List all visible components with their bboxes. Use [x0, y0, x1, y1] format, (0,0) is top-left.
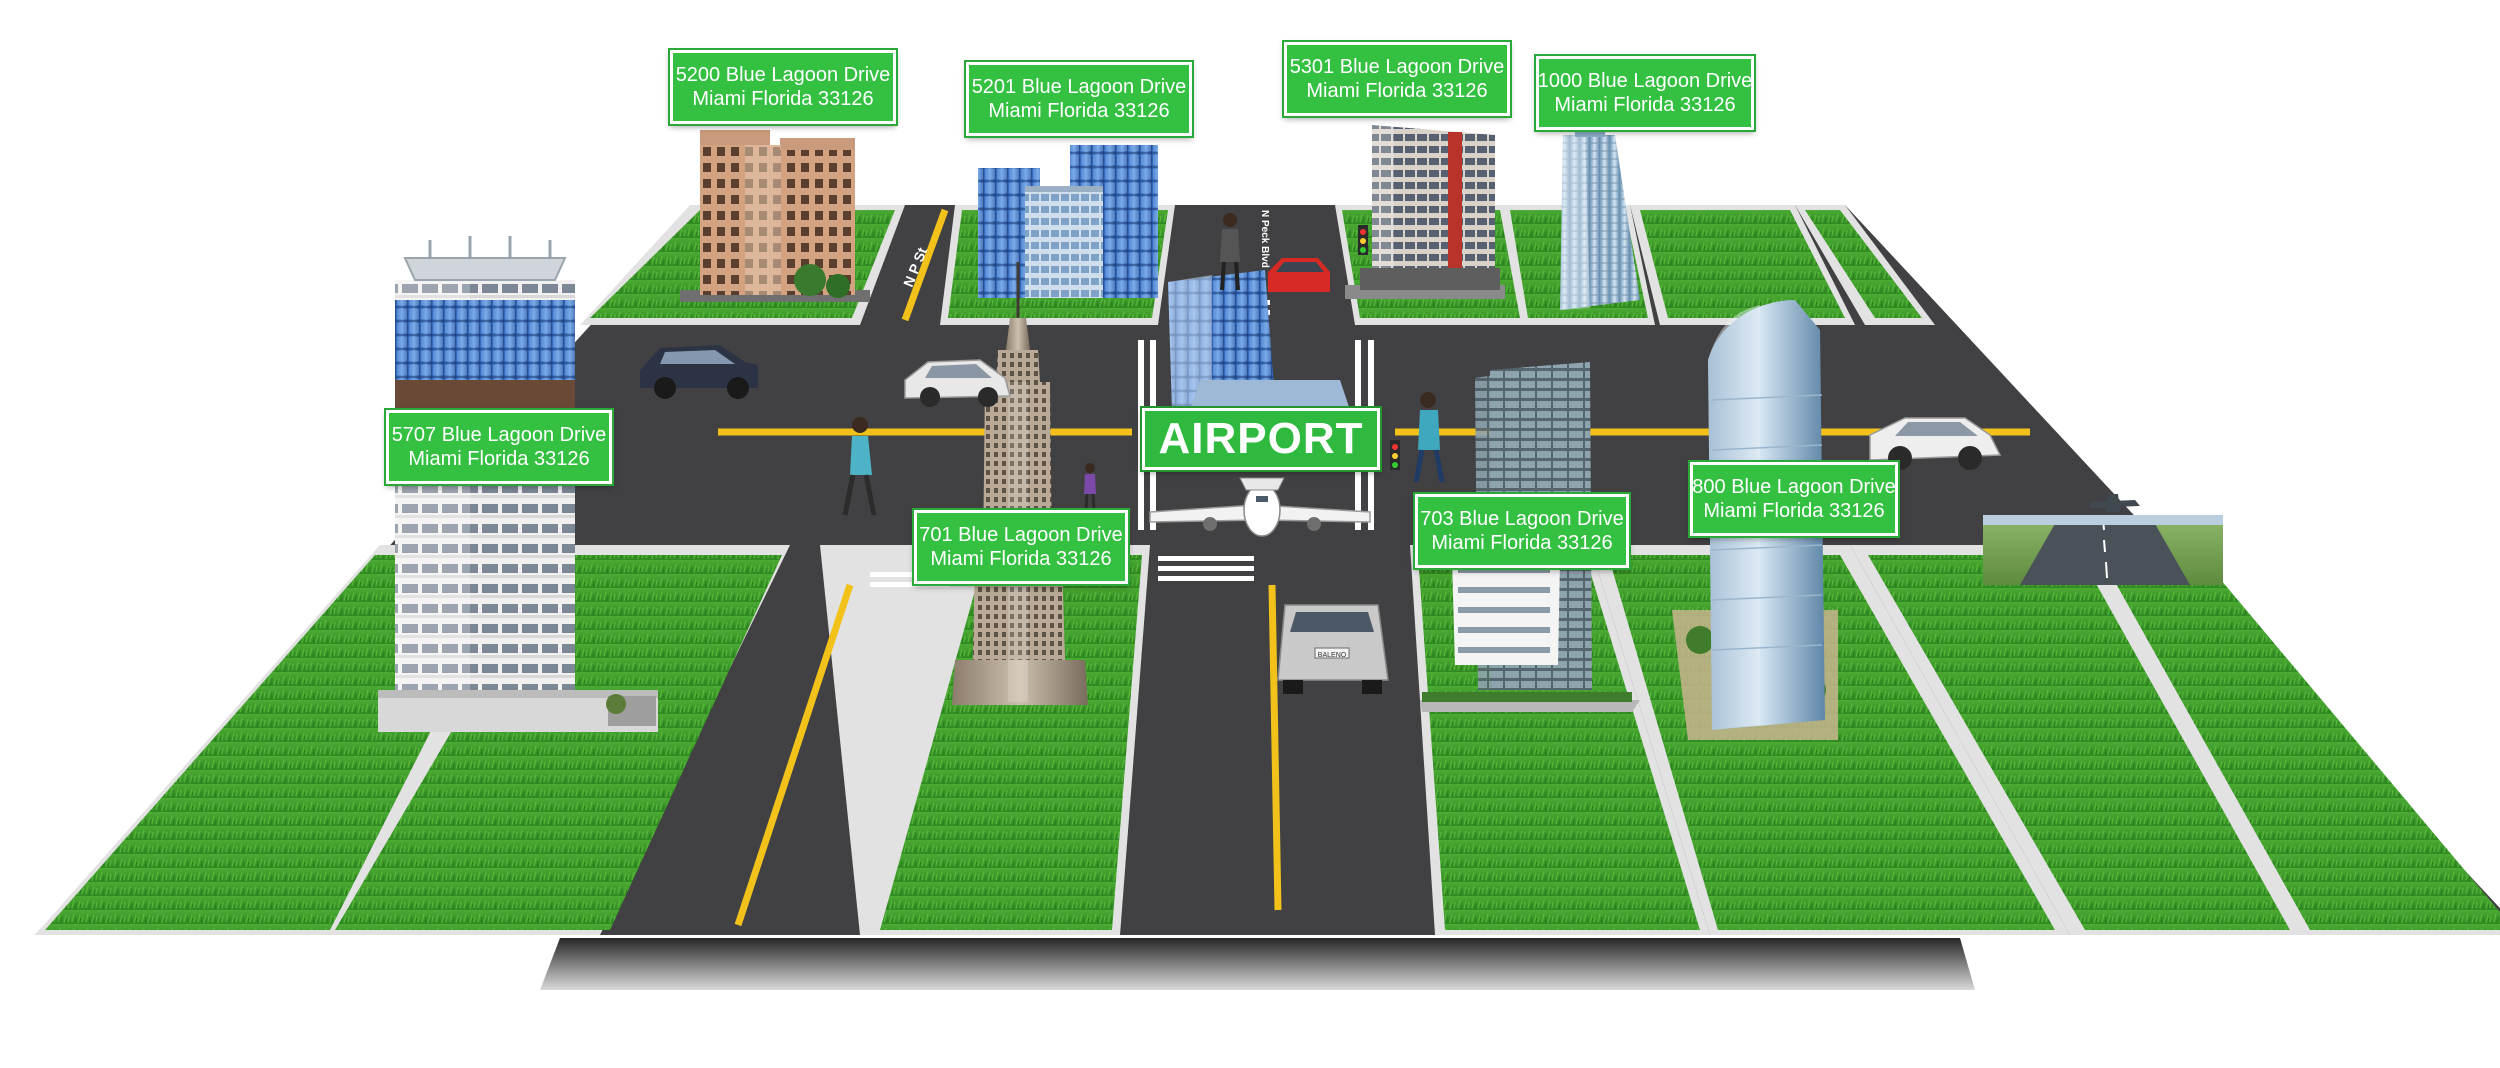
address-line2: Miami Florida 33126 — [1306, 80, 1488, 102]
car-suv-icon — [640, 345, 758, 399]
address-label-701[interactable]: 701 Blue Lagoon Drive Miami Florida 3312… — [912, 508, 1130, 586]
pedestrian-left-icon — [842, 417, 877, 516]
address-label-5707[interactable]: 5707 Blue Lagoon Drive Miami Florida 331… — [384, 408, 614, 486]
address-line1: 701 Blue Lagoon Drive — [919, 524, 1123, 546]
address-label-800[interactable]: 800 Blue Lagoon Drive Miami Florida 3312… — [1688, 460, 1900, 538]
address-line2: Miami Florida 33126 — [1554, 94, 1736, 116]
airplane-icon — [1149, 477, 1371, 537]
grass-block-bottom-7 — [2100, 555, 2500, 930]
small-airplane-icon — [2090, 494, 2140, 512]
address-line1: 703 Blue Lagoon Drive — [1420, 508, 1624, 530]
airport-sign: AIRPORT — [1140, 406, 1382, 472]
pedestrian-right-icon — [1413, 392, 1445, 483]
address-line1: 5200 Blue Lagoon Drive — [675, 64, 891, 86]
grass-block-top-5 — [1640, 210, 1845, 318]
address-line2: Miami Florida 33126 — [692, 88, 874, 110]
grass-block-bottom-6 — [1868, 555, 2290, 930]
car-sedan-right-icon — [1869, 417, 2002, 470]
runway-icon — [1983, 515, 2223, 585]
address-line1: 5201 Blue Lagoon Drive — [971, 76, 1187, 98]
board-shadow — [540, 938, 1975, 990]
grass-block-bottom-3 — [880, 555, 1142, 930]
address-label-5301[interactable]: 5301 Blue Lagoon Drive Miami Florida 331… — [1282, 40, 1512, 118]
grass-block-bottom-2 — [335, 555, 782, 930]
address-line2: Miami Florida 33126 — [1431, 532, 1613, 554]
pedestrian-child-icon — [1084, 463, 1096, 511]
address-line2: Miami Florida 33126 — [930, 548, 1112, 570]
car-sedan-white-icon — [904, 359, 1011, 407]
address-label-5201[interactable]: 5201 Blue Lagoon Drive Miami Florida 331… — [964, 60, 1194, 138]
street-label-n-peck-blvd: N Peck Blvd — [1259, 210, 1270, 268]
address-line1: 5707 Blue Lagoon Drive — [391, 424, 607, 446]
building-5707-icon — [378, 236, 658, 732]
grass-block-top-6 — [1805, 210, 1922, 318]
address-line1: 5301 Blue Lagoon Drive — [1289, 56, 1505, 78]
address-line2: Miami Florida 33126 — [408, 448, 590, 470]
building-5201-icon — [978, 145, 1158, 298]
car-plate: BALENO — [1318, 652, 1347, 659]
address-line2: Miami Florida 33126 — [988, 100, 1170, 122]
pedestrian-top-icon — [1220, 213, 1240, 291]
building-703-icon — [1420, 362, 1640, 712]
address-label-1000[interactable]: 1000 Blue Lagoon Drive Miami Florida 331… — [1534, 54, 1756, 132]
car-hatchback-icon: BALENO — [1277, 604, 1389, 694]
address-line1: 800 Blue Lagoon Drive — [1692, 476, 1896, 498]
address-line2: Miami Florida 33126 — [1703, 500, 1885, 522]
car-red-icon — [1268, 258, 1330, 292]
building-5301-icon — [1345, 125, 1505, 299]
address-line1: 1000 Blue Lagoon Drive — [1537, 70, 1753, 92]
address-label-5200[interactable]: 5200 Blue Lagoon Drive Miami Florida 331… — [668, 48, 898, 126]
address-label-703[interactable]: 703 Blue Lagoon Drive Miami Florida 3312… — [1413, 492, 1631, 570]
building-5200-icon — [680, 130, 870, 302]
building-701-icon — [952, 262, 1088, 705]
